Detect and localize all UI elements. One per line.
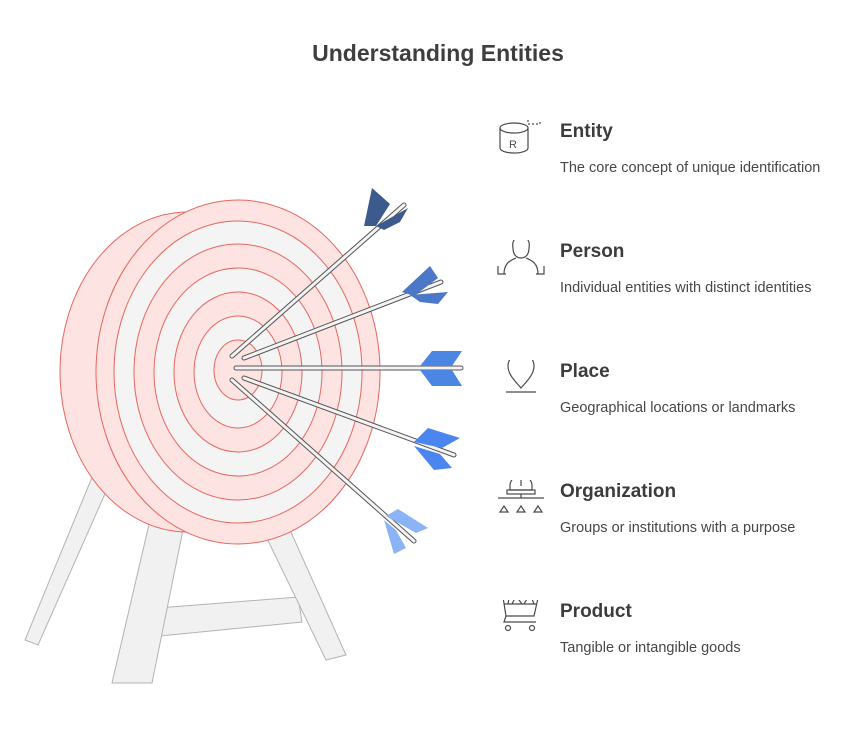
diagram-title: Understanding Entities <box>312 40 564 66</box>
arrow-2 <box>241 266 448 361</box>
arrow-4 <box>241 375 460 470</box>
person-icon <box>497 240 545 275</box>
item-label: Entity <box>560 121 613 142</box>
target-face <box>95 199 381 545</box>
item-organization: Organization Groups or institutions with… <box>496 480 856 570</box>
stand-crossbar <box>157 596 303 637</box>
target-stand <box>24 469 347 684</box>
item-label: Place <box>560 361 610 382</box>
item-label: Person <box>560 241 625 262</box>
item-place: Place Geographical locations or landmark… <box>496 360 856 450</box>
item-description: Groups or institutions with a purpose <box>560 520 796 536</box>
database-icon-letter: R <box>509 139 517 151</box>
item-description: The core concept of unique identificatio… <box>560 160 821 176</box>
item-label: Product <box>560 601 632 622</box>
item-description: Tangible or intangible goods <box>560 640 741 656</box>
shopping-cart-icon <box>502 600 539 632</box>
item-entity: R Entity The core concept of unique iden… <box>496 120 856 210</box>
stand-leg-center <box>111 519 186 684</box>
stand-back-leg-left <box>24 469 113 646</box>
item-description: Geographical locations or landmarks <box>560 400 796 416</box>
arrow-5 <box>229 377 428 554</box>
arrow-3 <box>233 351 464 386</box>
item-product: Product Tangible or intangible goods <box>496 600 856 690</box>
organization-icon <box>498 480 544 513</box>
item-label: Organization <box>560 481 677 502</box>
item-description: Individual entities with distinct identi… <box>560 280 812 296</box>
database-icon: R <box>499 120 541 154</box>
location-pin-icon <box>506 360 536 393</box>
item-person: Person Individual entities with distinct… <box>496 240 856 330</box>
arrow-1 <box>229 188 408 359</box>
